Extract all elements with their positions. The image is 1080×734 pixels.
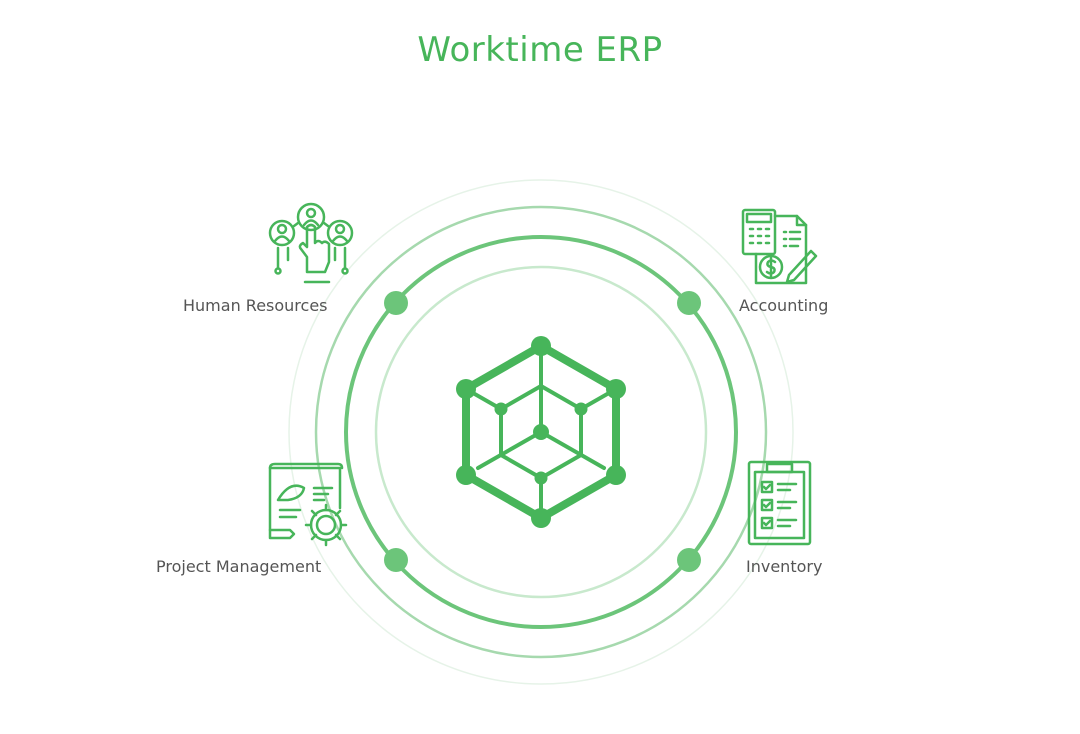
outer-ring-faint (288, 179, 794, 685)
hr-node-dot (384, 291, 408, 315)
clipboard-checklist-icon (747, 460, 812, 546)
module-label-accounting: Accounting (739, 296, 829, 315)
accounting-node-dot (677, 291, 701, 315)
main-ring (344, 235, 738, 629)
page-title: Worktime ERP (417, 30, 663, 70)
inner-ring (374, 265, 708, 599)
pm-node-dot (384, 548, 408, 572)
outer-ring (314, 205, 768, 659)
module-label-human-resources: Human Resources (183, 296, 328, 315)
hr-users-hand-icon (268, 202, 354, 284)
module-label-inventory: Inventory (746, 557, 823, 576)
module-label-project-management: Project Management (156, 557, 322, 576)
calculator-invoice-icon (741, 208, 818, 285)
blueprint-gear-icon (268, 462, 348, 547)
hexagon-network-icon (456, 336, 626, 528)
inventory-node-dot (677, 548, 701, 572)
